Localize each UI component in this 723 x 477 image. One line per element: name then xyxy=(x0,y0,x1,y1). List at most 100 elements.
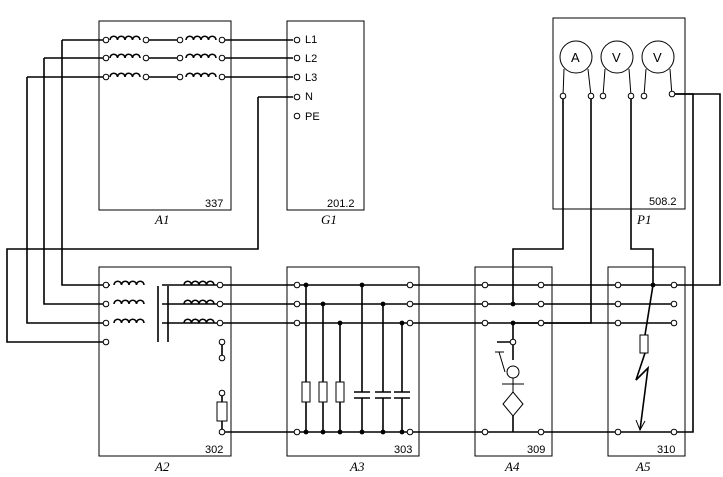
terminal-46 xyxy=(614,281,622,289)
junction-14 xyxy=(510,320,516,326)
terminal-26 xyxy=(218,354,226,362)
block-a5-number: 310 xyxy=(657,444,675,456)
terminal-10 xyxy=(293,54,301,62)
terminal-label-l3: L3 xyxy=(305,72,317,84)
terminal-40 xyxy=(537,300,545,308)
block-g1-label: G1 xyxy=(321,212,337,227)
terminal-57 xyxy=(627,92,635,100)
terminal-34 xyxy=(406,319,414,327)
block-a1: 337 A1 xyxy=(98,20,232,227)
a2-coil-primary-2 xyxy=(113,299,145,305)
voltmeter-1-label: V xyxy=(612,50,621,65)
block-a2-number: 302 xyxy=(205,444,223,456)
block-g1-number: 201.2 xyxy=(327,198,355,210)
junction-2 xyxy=(320,301,326,307)
a1-coil-right-3 xyxy=(185,72,217,78)
terminal-51 xyxy=(670,319,678,327)
junction-3 xyxy=(337,320,343,326)
terminal-55 xyxy=(587,92,595,100)
terminal-15 xyxy=(293,73,301,81)
terminal-7 xyxy=(142,54,150,62)
terminal-6 xyxy=(102,54,110,62)
terminal-48 xyxy=(614,300,622,308)
block-p1: 508.2 P1 xyxy=(552,17,686,227)
main-bus xyxy=(222,93,694,433)
terminal-12 xyxy=(142,73,150,81)
junction-15 xyxy=(650,282,656,288)
a2-coils xyxy=(113,280,215,324)
terminal-14 xyxy=(218,73,226,81)
terminal-points xyxy=(102,36,678,436)
a2-coil-primary-1 xyxy=(113,280,145,286)
block-a3-label: A3 xyxy=(349,459,365,474)
terminal-41 xyxy=(481,319,489,327)
junction-dots xyxy=(303,282,656,435)
a1-coil-right-2 xyxy=(185,53,217,59)
block-a4-number: 309 xyxy=(527,444,545,456)
terminal-4 xyxy=(218,36,226,44)
terminal-43 xyxy=(481,428,489,436)
junction-10 xyxy=(359,429,365,435)
terminal-16 xyxy=(293,93,301,101)
terminal-19 xyxy=(216,281,224,289)
left-bus-wiring xyxy=(6,40,259,343)
a2-coil-primary-3 xyxy=(113,318,145,324)
junction-6 xyxy=(399,320,405,326)
ammeter-label: A xyxy=(571,50,580,65)
ammeter xyxy=(559,40,593,74)
terminal-54 xyxy=(559,92,567,100)
voltmeter-1 xyxy=(600,40,634,74)
terminal-27 xyxy=(218,389,226,397)
a1-coil-left-1 xyxy=(109,35,141,41)
a1-coil-left-2 xyxy=(109,53,141,59)
g1-terminal-labels: L1 L2 L3 N PE xyxy=(305,34,320,123)
a3-loads xyxy=(301,285,410,432)
terminal-9 xyxy=(218,54,226,62)
a4-fault-element xyxy=(495,323,524,432)
terminal-58 xyxy=(640,92,648,100)
terminal-17 xyxy=(293,112,301,120)
block-a1-number: 337 xyxy=(205,198,223,210)
block-p1-label: P1 xyxy=(636,212,651,227)
terminal-44 xyxy=(537,428,545,436)
a5-arc-element xyxy=(635,284,654,432)
voltmeter-2 xyxy=(641,40,675,74)
junction-11 xyxy=(380,429,386,435)
terminal-13 xyxy=(176,73,184,81)
terminal-59 xyxy=(668,90,676,98)
voltmeter-2-label: V xyxy=(653,50,662,65)
terminal-1 xyxy=(102,36,110,44)
junction-7 xyxy=(303,429,309,435)
terminal-37 xyxy=(481,281,489,289)
a1-coil-left-3 xyxy=(109,72,141,78)
block-a5: 310 A5 xyxy=(607,266,686,474)
terminal-50 xyxy=(614,319,622,327)
a2-transformer xyxy=(104,284,228,432)
terminal-label-pe: PE xyxy=(305,111,320,123)
terminal-42 xyxy=(537,319,545,327)
terminal-label-n: N xyxy=(305,91,313,103)
terminal-39 xyxy=(481,300,489,308)
terminal-31 xyxy=(293,300,301,308)
a1-coil-right-1 xyxy=(185,35,217,41)
terminal-11 xyxy=(102,73,110,81)
terminal-2 xyxy=(142,36,150,44)
terminal-47 xyxy=(670,281,678,289)
block-g1: 201.2 G1 xyxy=(286,20,365,227)
terminal-45 xyxy=(509,338,517,346)
junction-4 xyxy=(359,282,365,288)
terminal-28 xyxy=(218,428,226,436)
p1-meters: A V V xyxy=(512,40,721,324)
terminal-56 xyxy=(599,92,607,100)
terminal-53 xyxy=(670,428,678,436)
terminal-36 xyxy=(406,428,414,436)
terminal-22 xyxy=(102,319,110,327)
terminal-label-l1: L1 xyxy=(305,34,317,46)
junction-8 xyxy=(320,429,326,435)
terminal-23 xyxy=(216,319,224,327)
terminal-label-l2: L2 xyxy=(305,53,317,65)
junction-12 xyxy=(399,429,405,435)
terminal-35 xyxy=(293,428,301,436)
terminal-20 xyxy=(102,300,110,308)
